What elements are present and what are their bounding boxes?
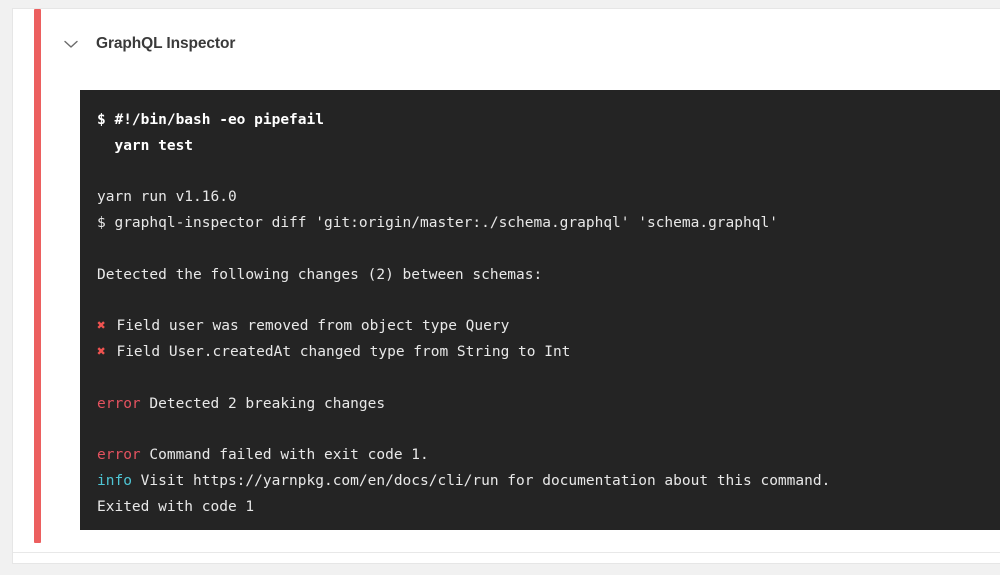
terminal-line: error Command failed with exit code 1.: [97, 443, 997, 469]
terminal-line: $ #!/bin/bash -eo pipefail: [97, 112, 324, 128]
error-label: error: [97, 447, 141, 464]
terminal-line: Detected the following changes (2) betwe…: [97, 266, 543, 283]
job-status-accent-bar: [34, 9, 41, 543]
card-divider: [13, 552, 1000, 553]
terminal-line: Exited with code 1: [97, 498, 255, 515]
job-title: GraphQL Inspector: [96, 35, 236, 52]
terminal-line: ✖ Field User.createdAt changed type from…: [97, 340, 997, 366]
error-label: error: [97, 395, 141, 412]
terminal-line: $ graphql-inspector diff 'git:origin/mas…: [97, 215, 778, 232]
top-gutter: [0, 0, 1000, 8]
terminal-line: [97, 418, 997, 444]
terminal-line-text: Command failed with exit code 1.: [140, 447, 429, 464]
fail-mark-icon: ✖: [97, 318, 106, 335]
fail-mark-icon: ✖: [97, 344, 106, 361]
job-card: GraphQL Inspector $ #!/bin/bash -eo pipe…: [12, 8, 1000, 564]
terminal-line: error Detected 2 breaking changes: [97, 392, 997, 418]
terminal-line-text: Field user was removed from object type …: [107, 318, 510, 335]
terminal-log-output[interactable]: $ #!/bin/bash -eo pipefail yarn test yar…: [80, 90, 1000, 530]
terminal-line: info Visit https://yarnpkg.com/en/docs/c…: [97, 469, 997, 495]
card-footer: [13, 553, 1000, 563]
chevron-down-icon[interactable]: [59, 32, 83, 56]
terminal-line-text: Detected 2 breaking changes: [140, 395, 386, 412]
terminal-line-text: Field User.createdAt changed type from S…: [107, 344, 571, 361]
terminal-line: [97, 237, 997, 263]
job-header[interactable]: GraphQL Inspector: [59, 25, 235, 63]
terminal-line: [97, 289, 997, 315]
terminal-line: yarn run v1.16.0: [97, 189, 237, 206]
terminal-line-text: Visit https://yarnpkg.com/en/docs/cli/ru…: [131, 473, 831, 490]
info-label: info: [97, 473, 132, 490]
terminal-line: ✖ Field user was removed from object typ…: [97, 314, 997, 340]
terminal-line: [97, 366, 997, 392]
terminal-line: [97, 160, 997, 186]
terminal-line: yarn test: [97, 137, 194, 154]
